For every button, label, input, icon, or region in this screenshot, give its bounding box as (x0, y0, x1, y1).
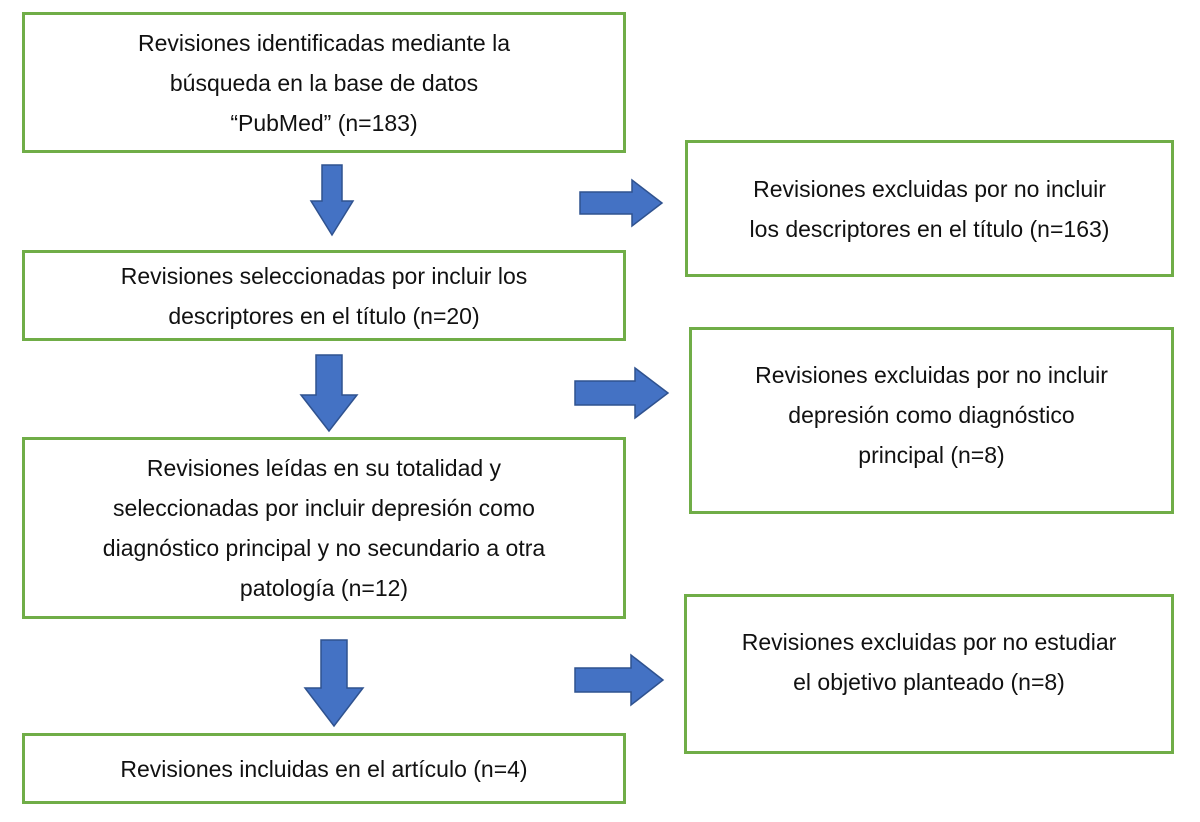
box-text-line: descriptores en el título (n=20) (168, 302, 480, 329)
box-text-line: búsqueda en la base de datos (169, 69, 479, 96)
box-text-line: los descriptores en el título (n=163) (749, 215, 1110, 242)
box-text-line: “PubMed” (n=183) (230, 109, 418, 136)
box-text-line: Revisiones excluidas por no estudiar (741, 629, 1117, 655)
box-fully-read: Revisiones leídas en su totalidad y selec… (22, 437, 626, 619)
box-text-line: depresión como diagnóstico (788, 402, 1075, 428)
box-text-line: seleccionadas por incluir depresión como (113, 495, 535, 521)
box-text-line: diagnóstico principal y no secundario a … (102, 535, 546, 561)
box-selected-title: Revisiones seleccionadas por incluir los… (22, 250, 626, 341)
arrow-right-icon (579, 178, 664, 228)
box-identified: Revisiones identificadas mediante la búsq… (22, 12, 626, 153)
box-text-line: Revisiones leídas en su totalidad y (146, 455, 502, 481)
box-text-line: Revisiones identificadas mediante la (137, 29, 511, 56)
arrow-down-icon (303, 639, 365, 728)
box-text-line: Revisiones incluidas en el artículo (n=4… (120, 755, 528, 782)
box-excluded-descriptors: Revisiones excluidas por no incluir los d… (685, 140, 1174, 277)
arrow-right-icon (574, 653, 665, 707)
box-excluded-objective: Revisiones excluidas por no estudiar el o… (684, 594, 1174, 754)
arrow-down-icon (309, 164, 355, 237)
arrow-down-icon (299, 354, 359, 433)
box-text-line: Revisiones seleccionadas por incluir los (120, 262, 528, 289)
arrow-right-icon (574, 366, 670, 420)
box-excluded-diagnosis: Revisiones excluidas por no incluir depre… (689, 327, 1174, 514)
box-text-line: Revisiones excluidas por no incluir (753, 175, 1106, 202)
box-text-line: el objetivo planteado (n=8) (793, 669, 1065, 695)
box-text-line: patología (n=12) (239, 575, 409, 601)
box-text-line: Revisiones excluidas por no incluir (755, 362, 1108, 388)
box-included: Revisiones incluidas en el artículo (n=4… (22, 733, 626, 804)
box-text-line: principal (n=8) (858, 442, 1005, 468)
